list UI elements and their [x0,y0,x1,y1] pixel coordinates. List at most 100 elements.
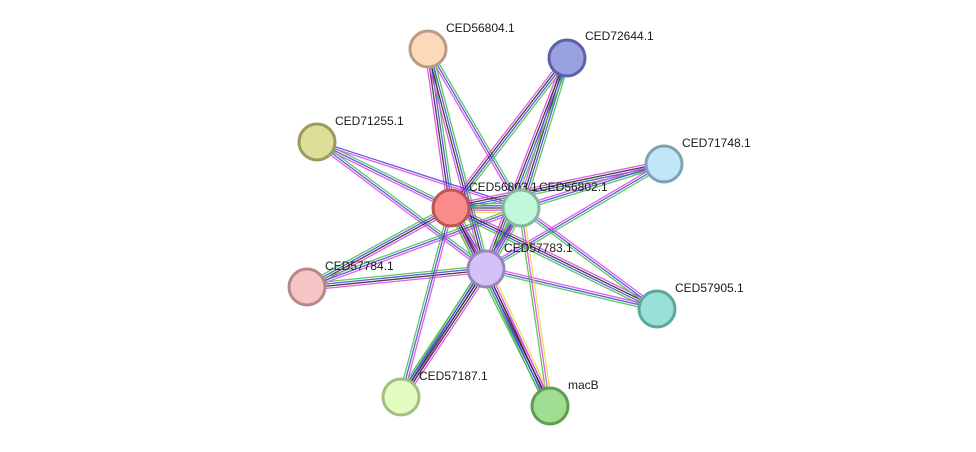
edge-evidence-line [317,139,488,268]
edge-ced71255-1-ced56802-1[interactable] [316,140,522,210]
edge-evidence-line [424,49,484,271]
node-ced57905-1[interactable]: CED57905.1 [637,281,744,329]
edge-evidence-line [316,142,521,210]
edge-evidence-line [522,207,553,406]
node-circle[interactable] [466,249,506,289]
edge-ced57784-1-ced56803-1[interactable] [305,204,453,291]
node-ced57187-1[interactable]: CED57187.1 [381,369,488,417]
edge-ced57187-1-ced56803-1[interactable] [398,207,454,398]
edge-evidence-line [306,267,486,287]
edge-ced56804-1-ced56802-1[interactable] [425,47,524,210]
edge-evidence-line [521,205,659,308]
edge-evidence-line [452,204,659,307]
node-ced56804-1[interactable]: CED56804.1 [408,21,515,69]
edge-evidence-line [430,48,455,208]
node-label: CED56802.1 [539,180,608,194]
edge-evidence-line [306,265,486,285]
edge-ced56804-1-ced57783-1[interactable] [424,47,490,271]
edge-evidence-line [404,271,491,400]
node-ced57783-1[interactable]: CED57783.1 [466,241,573,289]
edges-layer [305,47,666,409]
node-circle[interactable] [530,386,570,426]
edge-evidence-line [484,57,567,269]
edge-ced71255-1-ced57783-1[interactable] [315,139,488,272]
edge-evidence-line [523,58,571,210]
edge-evidence-line [450,162,664,208]
node-circle[interactable] [547,38,587,78]
edge-evidence-line [520,161,664,207]
node-circle[interactable] [637,289,677,329]
edge-evidence-line [315,143,486,272]
edge-evidence-line [307,209,522,290]
edge-evidence-line [481,270,547,409]
edge-evidence-line [427,48,522,209]
edge-evidence-line [402,269,489,399]
edge-ced71748-1-ced57783-1[interactable] [484,161,666,272]
edge-evidence-line [306,205,521,286]
edge-evidence-line [400,207,452,398]
node-circle[interactable] [408,29,448,69]
edge-evidence-line [429,47,524,208]
node-circle[interactable] [644,144,684,184]
node-ced57784-1[interactable]: CED57784.1 [287,259,394,307]
edge-evidence-line [317,140,522,208]
edge-evidence-line [450,208,657,311]
edge-evidence-line [307,208,452,289]
edge-evidence-line [485,268,658,310]
edge-macb-ced56802-1[interactable] [518,207,553,407]
node-circle[interactable] [297,122,337,162]
edge-ced57905-1-ced57783-1[interactable] [485,266,658,312]
edge-evidence-line [308,210,453,291]
edge-evidence-line [520,207,658,310]
node-label: CED71748.1 [682,136,751,150]
node-circle[interactable] [501,188,541,228]
node-ced72644-1[interactable]: CED72644.1 [547,29,654,78]
edge-ced57784-1-ced57783-1[interactable] [306,265,487,291]
edge-evidence-line [453,59,571,211]
edge-evidence-line [451,206,658,309]
edge-evidence-line [402,208,454,398]
edge-evidence-line [307,269,487,289]
edge-evidence-line [483,269,549,408]
edge-evidence-line [485,270,657,312]
edge-evidence-line [449,56,567,208]
edge-evidence-line [482,56,565,269]
edge-evidence-line [449,210,656,313]
edge-evidence-line [518,208,549,407]
edge-macb-ced57783-1[interactable] [481,266,555,409]
edge-evidence-line [428,48,453,208]
edge-evidence-line [430,47,490,269]
edge-ced57905-1-ced56803-1[interactable] [449,204,659,313]
node-label: macB [568,378,599,392]
edge-evidence-line [400,268,487,398]
edge-ced57905-1-ced56802-1[interactable] [519,205,659,312]
edge-evidence-line [396,266,483,395]
edge-evidence-line [486,266,658,308]
node-macb[interactable]: macB [530,378,599,426]
edge-evidence-line [398,207,450,397]
edge-evidence-line [450,160,664,206]
edge-ced71748-1-ced56802-1[interactable] [520,161,665,211]
node-circle[interactable] [287,267,327,307]
edge-evidence-line [306,206,451,287]
edge-evidence-line [520,207,551,407]
edge-evidence-line [489,266,555,405]
node-ced71748-1[interactable]: CED71748.1 [644,136,751,184]
node-circle[interactable] [381,377,421,417]
edge-ced71255-1-ced56803-1[interactable] [315,139,453,211]
edge-evidence-line [398,267,485,397]
node-ced71255-1[interactable]: CED71255.1 [297,114,404,162]
edge-evidence-line [519,209,657,312]
edge-evidence-line [521,165,665,211]
edge-evidence-line [520,163,665,209]
edge-evidence-line [425,49,520,210]
edge-evidence-line [426,49,451,209]
edge-ced57187-1-ced57783-1[interactable] [396,266,491,400]
node-ced56802-1[interactable]: CED56802.1 [501,180,608,228]
edge-evidence-line [305,204,450,285]
edge-ced72644-1-ced56803-1[interactable] [447,55,571,211]
node-circle[interactable] [431,188,471,228]
node-label: CED57905.1 [675,281,744,295]
